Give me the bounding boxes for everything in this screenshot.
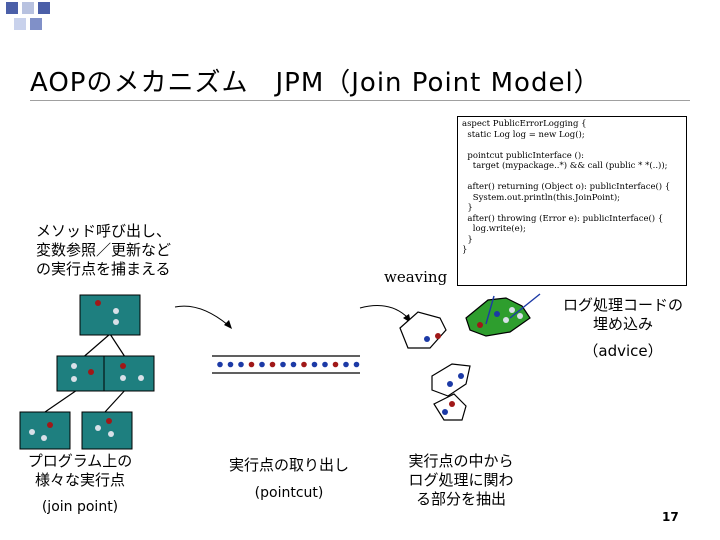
code-line: aspect PublicErrorLogging { — [462, 119, 587, 129]
pointcut-row — [212, 355, 360, 374]
tree-node — [81, 411, 133, 450]
join-point-dot — [113, 308, 119, 314]
tree-node — [19, 411, 71, 450]
join-point-caption-line-2: 様々な実行点 — [34, 471, 125, 489]
join-point-dot — [71, 376, 77, 382]
extract-caption-line-2: ログ処理に関わ — [408, 471, 514, 489]
pointcut-dot — [238, 361, 244, 368]
weaving-arrow — [359, 305, 409, 319]
pointcut-dot — [259, 361, 265, 368]
slide-title: AOPのメカニズム JPM（Join Point Model） — [30, 68, 601, 98]
code-line: target (mypackage..*) && call (public * … — [462, 161, 668, 171]
join-point-dot — [88, 369, 94, 375]
pointcut-dot — [248, 361, 255, 368]
tree-node-root — [79, 294, 141, 336]
advice-line-1: ログ処理コードの — [562, 296, 683, 314]
left-note-line-1: メソッド呼び出し、 — [36, 222, 172, 240]
pointcut-dot — [322, 361, 328, 368]
advice-dot — [503, 317, 509, 323]
join-point-dot — [71, 363, 77, 369]
advice-line-2: 埋め込み — [592, 315, 653, 333]
pointcut-arrow — [174, 305, 229, 326]
extracted-dot — [435, 333, 441, 339]
pointcut-dot — [311, 361, 318, 368]
advice-dot — [477, 322, 483, 328]
left-note-line-3: の実行点を捕まえる — [36, 260, 171, 278]
code-line: } — [462, 234, 473, 245]
pointcut-dot — [332, 361, 339, 368]
advice-dot — [494, 311, 500, 317]
extracted-blob — [433, 393, 467, 421]
title-rule — [30, 100, 690, 101]
code-line: after() throwing (Error e): publicInterf… — [462, 213, 664, 224]
join-point-dot — [47, 422, 53, 428]
pointcut-caption: 実行点の取り出し (pointcut) — [216, 456, 362, 503]
pointcut-dot — [343, 361, 349, 368]
weaving-label: weaving — [384, 268, 448, 286]
pointcut-caption-line-2: (pointcut) — [254, 485, 324, 501]
pointcut-dot — [290, 361, 297, 368]
join-point-dot — [138, 375, 144, 381]
extract-caption: 実行点の中から ログ処理に関わ る部分を抽出 — [396, 452, 526, 509]
advice-label: ログ処理コードの 埋め込み （advice） — [556, 296, 690, 361]
extracted-dot — [424, 336, 430, 342]
join-point-dot — [106, 418, 112, 424]
code-line: static Log log = new Log(); — [462, 129, 585, 140]
join-point-caption-line-1: プログラム上の — [27, 452, 133, 470]
pointcut-dot — [280, 361, 286, 368]
code-line: log.write(e); — [462, 224, 526, 234]
advice-line-3: （advice） — [583, 342, 663, 360]
code-line: System.out.println(this.JoinPoint); — [462, 192, 621, 203]
left-note-line-2: 変数参照／更新など — [36, 241, 172, 259]
pointcut-dot — [217, 361, 223, 368]
advice-pointer-line — [485, 295, 495, 325]
join-point-dot — [108, 431, 114, 437]
join-point-dot — [120, 375, 126, 381]
extract-caption-line-3: る部分を抽出 — [415, 490, 506, 508]
left-note: メソッド呼び出し、 変数参照／更新など の実行点を捕まえる — [36, 222, 171, 279]
pointcut-caption-line-1: 実行点の取り出し — [228, 456, 349, 474]
advice-pointer-line — [509, 293, 541, 319]
extracted-blob — [399, 311, 447, 349]
extract-caption-line-1: 実行点の中から — [408, 452, 514, 470]
join-point-dot — [95, 425, 101, 431]
join-point-dot — [41, 435, 47, 441]
code-line: } — [462, 203, 473, 213]
extracted-dot — [458, 373, 464, 379]
arrow-head — [224, 320, 232, 329]
code-line: } — [462, 245, 468, 255]
join-point-dot — [95, 300, 101, 306]
pointcut-dot — [301, 361, 307, 368]
tree-edge — [104, 387, 128, 413]
aspect-code-box: aspect PublicErrorLogging { static Log l… — [457, 116, 687, 286]
extracted-dot — [447, 381, 453, 387]
advice-dot — [509, 307, 515, 313]
decor-squares — [0, 0, 60, 40]
pointcut-dot — [269, 361, 276, 368]
tree-node — [103, 355, 155, 392]
code-line: after() returning (Object o): publicInte… — [462, 182, 671, 192]
extracted-dot — [449, 401, 455, 407]
join-point-dot — [113, 319, 119, 325]
code-line: pointcut publicInterface (): — [462, 150, 585, 161]
join-point-caption-line-3: (join point) — [41, 499, 119, 515]
tree-node — [56, 355, 106, 392]
advice-dot — [517, 313, 523, 319]
extracted-dot — [442, 409, 448, 415]
extracted-blob — [431, 363, 471, 397]
pointcut-dot — [227, 361, 234, 368]
tree-edge — [44, 387, 81, 413]
slide-number: 17 — [662, 510, 679, 524]
pointcut-dot — [353, 361, 360, 368]
join-point-caption: プログラム上の 様々な実行点 (join point) — [10, 452, 150, 517]
join-point-dot — [120, 363, 126, 369]
join-point-dot — [29, 429, 35, 435]
